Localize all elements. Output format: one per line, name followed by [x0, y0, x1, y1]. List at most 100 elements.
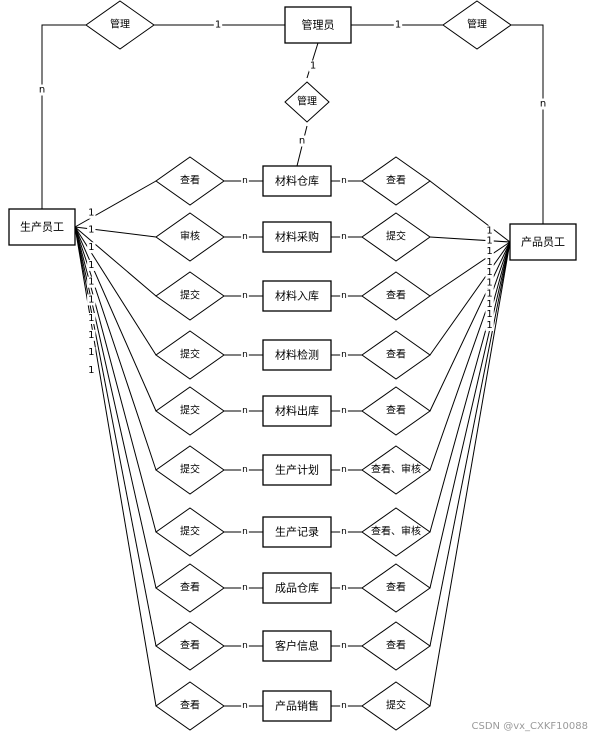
relation-diamond-right: [361, 271, 431, 321]
label-background: [340, 406, 348, 416]
relation-diamond-left-label: 查看: [180, 639, 200, 652]
entity-box-label: 材料检测: [275, 348, 319, 362]
relation-diamond-right-label: 查看: [386, 581, 406, 594]
label-background: [340, 583, 348, 593]
cardinality-staff-side: 1: [88, 242, 94, 253]
cardinality-entity-side: n: [341, 701, 347, 711]
entity-box: [262, 516, 332, 548]
relation-manage-center-label: 管理: [297, 95, 317, 108]
cardinality-entity-side: n: [341, 350, 347, 360]
relation-diamond-left: [155, 156, 225, 206]
entity-box-label: 成品仓库: [275, 581, 319, 595]
cardinality-staff-side: 1: [486, 267, 492, 278]
line-right-rel-to-product: [429, 241, 511, 471]
cardinality-entity-side: n: [242, 406, 248, 416]
cardinality-staff-side: 1: [88, 208, 94, 219]
cardinality-entity-side: n: [242, 232, 248, 242]
label-background: [485, 266, 494, 278]
cardinality-entity-side: n: [242, 350, 248, 360]
label-background: [241, 406, 249, 416]
relation-diamond-left: [155, 507, 225, 557]
cardinality-entity-side: n: [341, 527, 347, 537]
label-background: [485, 225, 494, 237]
label-background: [241, 350, 249, 360]
cardinality-staff-side: 1: [486, 236, 492, 247]
label-background: [87, 294, 96, 306]
label-background: [87, 207, 96, 219]
label-background: [485, 256, 494, 268]
line-right-rel-to-product: [429, 241, 511, 297]
label-background: [241, 583, 249, 593]
label-background: [485, 298, 494, 310]
cardinality-staff-side: 1: [486, 309, 492, 320]
entity-box: [262, 630, 332, 662]
entity-box-label: 材料出库: [275, 404, 319, 418]
relation-diamond-right: [361, 156, 431, 206]
label-background: [485, 320, 494, 332]
relation-diamond-right: [361, 386, 431, 436]
relation-diamond-left-label: 提交: [180, 289, 200, 302]
relation-diamond-left: [155, 563, 225, 613]
label-background: [393, 19, 403, 31]
entity-box-label: 生产记录: [275, 525, 319, 539]
cardinality-staff-side: 1: [88, 225, 94, 236]
relation-diamond-left-label: 提交: [180, 348, 200, 361]
relation-diamond-left: [155, 212, 225, 262]
relation-diamond-right-label: 查看: [386, 348, 406, 361]
relation-diamond-left: [155, 271, 225, 321]
relation-diamond-right: [361, 445, 431, 495]
label-background: [485, 309, 494, 321]
entity-production-staff-label: 生产员工: [20, 220, 64, 234]
cardinality-product-top: n: [540, 99, 546, 110]
entity-box-label: 产品销售: [275, 699, 319, 713]
cardinality-admin-center: 1: [310, 61, 316, 72]
relation-manage-right: [442, 0, 512, 50]
relation-diamond-right: [361, 212, 431, 262]
label-background: [241, 527, 249, 537]
label-background: [87, 242, 96, 254]
cardinality-staff-side: 1: [486, 246, 492, 257]
label-background: [485, 246, 494, 258]
line-production-to-left-rel: [74, 226, 157, 533]
relation-diamond-right: [361, 681, 431, 731]
line-right-rel-to-product: [429, 241, 511, 356]
cardinality-staff-side: 1: [486, 289, 492, 300]
relation-diamond-left-label: 提交: [180, 404, 200, 417]
entity-production-staff: [8, 208, 76, 246]
cardinality-staff-side: 1: [88, 277, 94, 288]
label-background: [241, 176, 249, 186]
relation-diamond-right-label: 提交: [386, 230, 406, 243]
label-background: [340, 527, 348, 537]
entity-box: [262, 454, 332, 486]
label-background: [241, 465, 249, 475]
relation-diamond-right-label: 提交: [386, 699, 406, 712]
label-background: [340, 641, 348, 651]
label-background: [485, 235, 494, 247]
line-right-rel-to-product: [429, 241, 511, 533]
relation-diamond-left: [155, 681, 225, 731]
relation-diamond-right-label: 查看: [386, 174, 406, 187]
cardinality-entity-side: n: [242, 291, 248, 301]
label-background: [538, 98, 548, 110]
line-right-rel-to-product: [429, 241, 511, 589]
cardinality-entity-side: n: [242, 527, 248, 537]
cardinality-staff-side: 1: [486, 320, 492, 331]
entity-admin: [284, 6, 352, 44]
diagram-shapes: 查看材料仓库查看审核材料采购提交提交材料入库查看提交材料检测查看提交材料出库查看…: [8, 0, 577, 731]
label-background: [241, 232, 249, 242]
relation-diamond-right-label: 查看: [386, 404, 406, 417]
relation-diamond-right: [361, 507, 431, 557]
entity-box: [262, 165, 332, 197]
label-background: [87, 259, 96, 271]
cardinality-staff-side: 1: [88, 313, 94, 324]
entity-box-label: 生产计划: [275, 463, 319, 477]
label-background: [340, 291, 348, 301]
label-background: [485, 277, 494, 289]
line-production-to-left-rel: [74, 226, 157, 412]
relation-diamond-left-label: 审核: [180, 230, 200, 243]
cardinality-staff-side: 1: [486, 278, 492, 289]
entity-box: [262, 395, 332, 427]
cardinality-entity-side: n: [341, 291, 347, 301]
